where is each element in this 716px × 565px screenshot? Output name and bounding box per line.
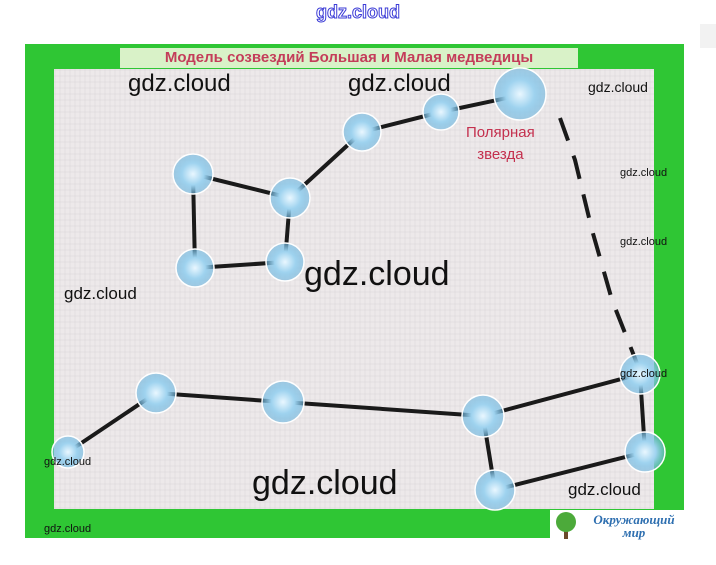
brand-text: Окружающий мир — [582, 513, 686, 539]
watermark: gdz.cloud — [252, 464, 398, 502]
page-edge — [700, 24, 716, 48]
tree-icon — [556, 512, 576, 539]
watermark: gdz.cloud — [568, 480, 641, 499]
star — [619, 353, 661, 395]
polar-star-label-line1: Полярная — [466, 124, 535, 141]
brand-line1: Окружающий — [593, 512, 675, 527]
line — [281, 400, 485, 418]
polar-star — [493, 67, 547, 121]
star — [269, 177, 311, 219]
star — [265, 242, 305, 282]
top-watermark: gdz.cloud — [316, 2, 401, 23]
brand-line2: мир — [622, 525, 646, 540]
stars — [51, 67, 666, 511]
picture-title: Модель созвездий Большая и Малая медведи… — [120, 48, 578, 68]
star — [342, 112, 382, 152]
watermark: gdz.cloud — [588, 79, 648, 95]
photo-background — [54, 69, 654, 509]
star — [135, 372, 177, 414]
star — [172, 153, 214, 195]
line — [493, 450, 647, 492]
star — [624, 431, 666, 473]
star — [474, 469, 516, 511]
watermark: gdz.cloud — [64, 284, 137, 303]
polar-star-label-line2: звезда — [477, 146, 524, 163]
polar-star-label: Полярная звезда — [466, 122, 535, 166]
watermark: gdz.cloud — [44, 456, 92, 468]
star — [261, 380, 305, 424]
watermark: gdz.cloud — [348, 70, 451, 97]
star — [175, 248, 215, 288]
star — [422, 93, 460, 131]
star — [461, 394, 505, 438]
watermark: gdz.cloud — [620, 368, 668, 380]
watermark: gdz.cloud — [44, 523, 92, 535]
watermark: gdz.cloud — [128, 70, 231, 97]
watermark: gdz.cloud — [620, 167, 668, 179]
line — [481, 372, 642, 418]
watermark: gdz.cloud — [620, 236, 668, 248]
dashed-guide-line — [558, 117, 640, 367]
watermark: gdz.cloud — [304, 255, 450, 293]
star — [51, 435, 85, 469]
brand-logo: Окружающий мир — [550, 510, 688, 542]
